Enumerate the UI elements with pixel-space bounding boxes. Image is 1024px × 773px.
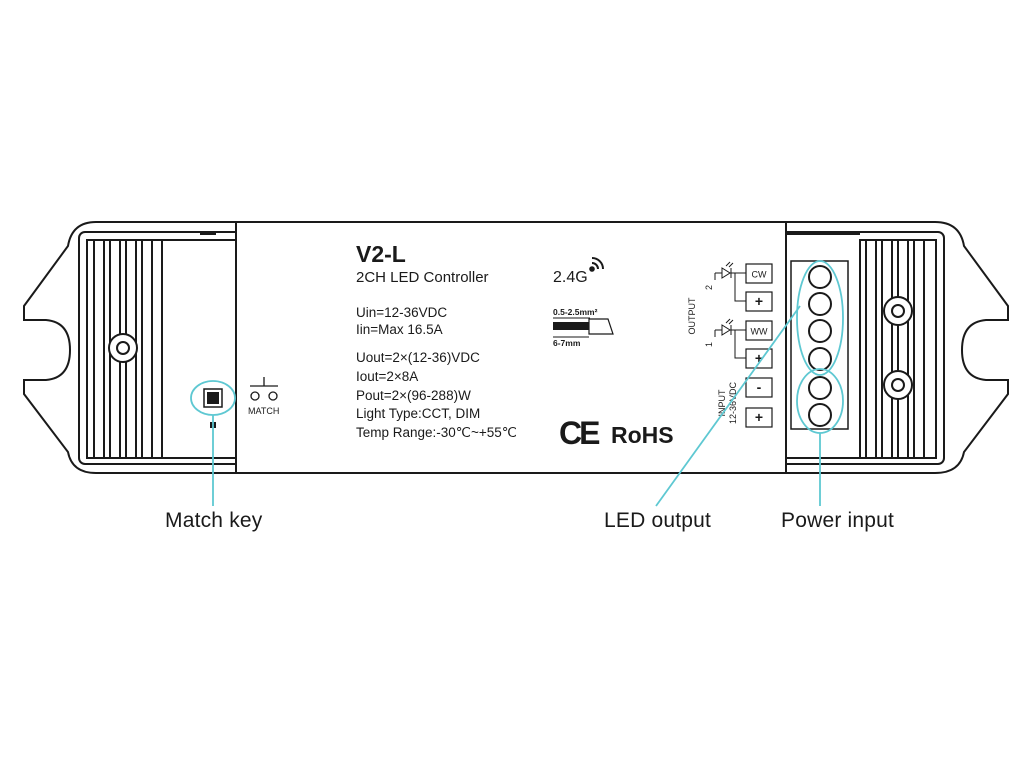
right-screw-top [883, 296, 913, 326]
housing-outline [23, 221, 1009, 474]
power-input-callout: Power input [781, 509, 895, 532]
terminal-screws [808, 265, 832, 427]
input-label: INPUT [717, 389, 727, 417]
led-symbol-ch2 [714, 261, 746, 302]
channel-2-polarity: + [755, 293, 763, 309]
channel-1-number: 1 [704, 342, 714, 347]
terminal-screw [808, 347, 832, 371]
channel-2-number: 2 [704, 285, 714, 290]
right-screw-bottom [883, 370, 913, 400]
right-end-cap [786, 233, 937, 459]
terminal-screw [808, 265, 832, 289]
led-output-highlight [796, 260, 844, 376]
terminal-screw [808, 292, 832, 316]
match-switch-symbol [250, 377, 278, 401]
spec-line: Uout=2×(12-36)VDC [356, 350, 480, 365]
terminal-screw [808, 403, 832, 427]
channel-1-color-label: WW [751, 327, 768, 337]
rohs-mark: RoHS [611, 422, 674, 448]
led-symbol-ch1 [714, 318, 746, 359]
terminal-labels: CW + WW + - + [745, 263, 773, 428]
channel-1-polarity: + [755, 350, 763, 366]
input-positive-label: + [755, 409, 763, 425]
spec-line: Temp Range:-30℃~+55℃ [356, 425, 517, 440]
spec-line: Iin=Max 16.5A [356, 322, 443, 337]
match-key-callout: Match key [165, 509, 263, 532]
input-voltage-label: 12-36VDC [728, 381, 738, 424]
led-output-leader [655, 305, 801, 507]
led-output-callout: LED output [604, 509, 712, 532]
wireless-signal-icon [589, 257, 604, 272]
model-subtitle: 2CH LED Controller [356, 269, 489, 286]
input-negative-label: - [757, 379, 762, 395]
spec-line: Uin=12-36VDC [356, 305, 447, 320]
spec-line: Iout=2×8A [356, 369, 418, 384]
terminal-screw [808, 319, 832, 343]
callout-highlights [190, 260, 844, 507]
terminal-screw [808, 376, 832, 400]
channel-2-color-label: CW [752, 270, 767, 280]
wire-strip-diagram: 0.5-2.5mm² 6-7mm [553, 307, 614, 348]
spec-line: Pout=2×(96-288)W [356, 388, 471, 403]
left-screw [108, 333, 138, 363]
model-name: V2-L [356, 241, 406, 267]
wire-gauge-label: 0.5-2.5mm² [553, 307, 598, 317]
output-label: OUTPUT [687, 297, 697, 335]
wire-strip-label: 6-7mm [553, 338, 581, 348]
ce-mark: CE [559, 415, 600, 451]
rf-label: 2.4G [553, 269, 588, 286]
match-symbol-label: MATCH [248, 406, 279, 416]
label-plate [235, 221, 787, 474]
spec-line: Light Type:CCT, DIM [356, 406, 480, 421]
